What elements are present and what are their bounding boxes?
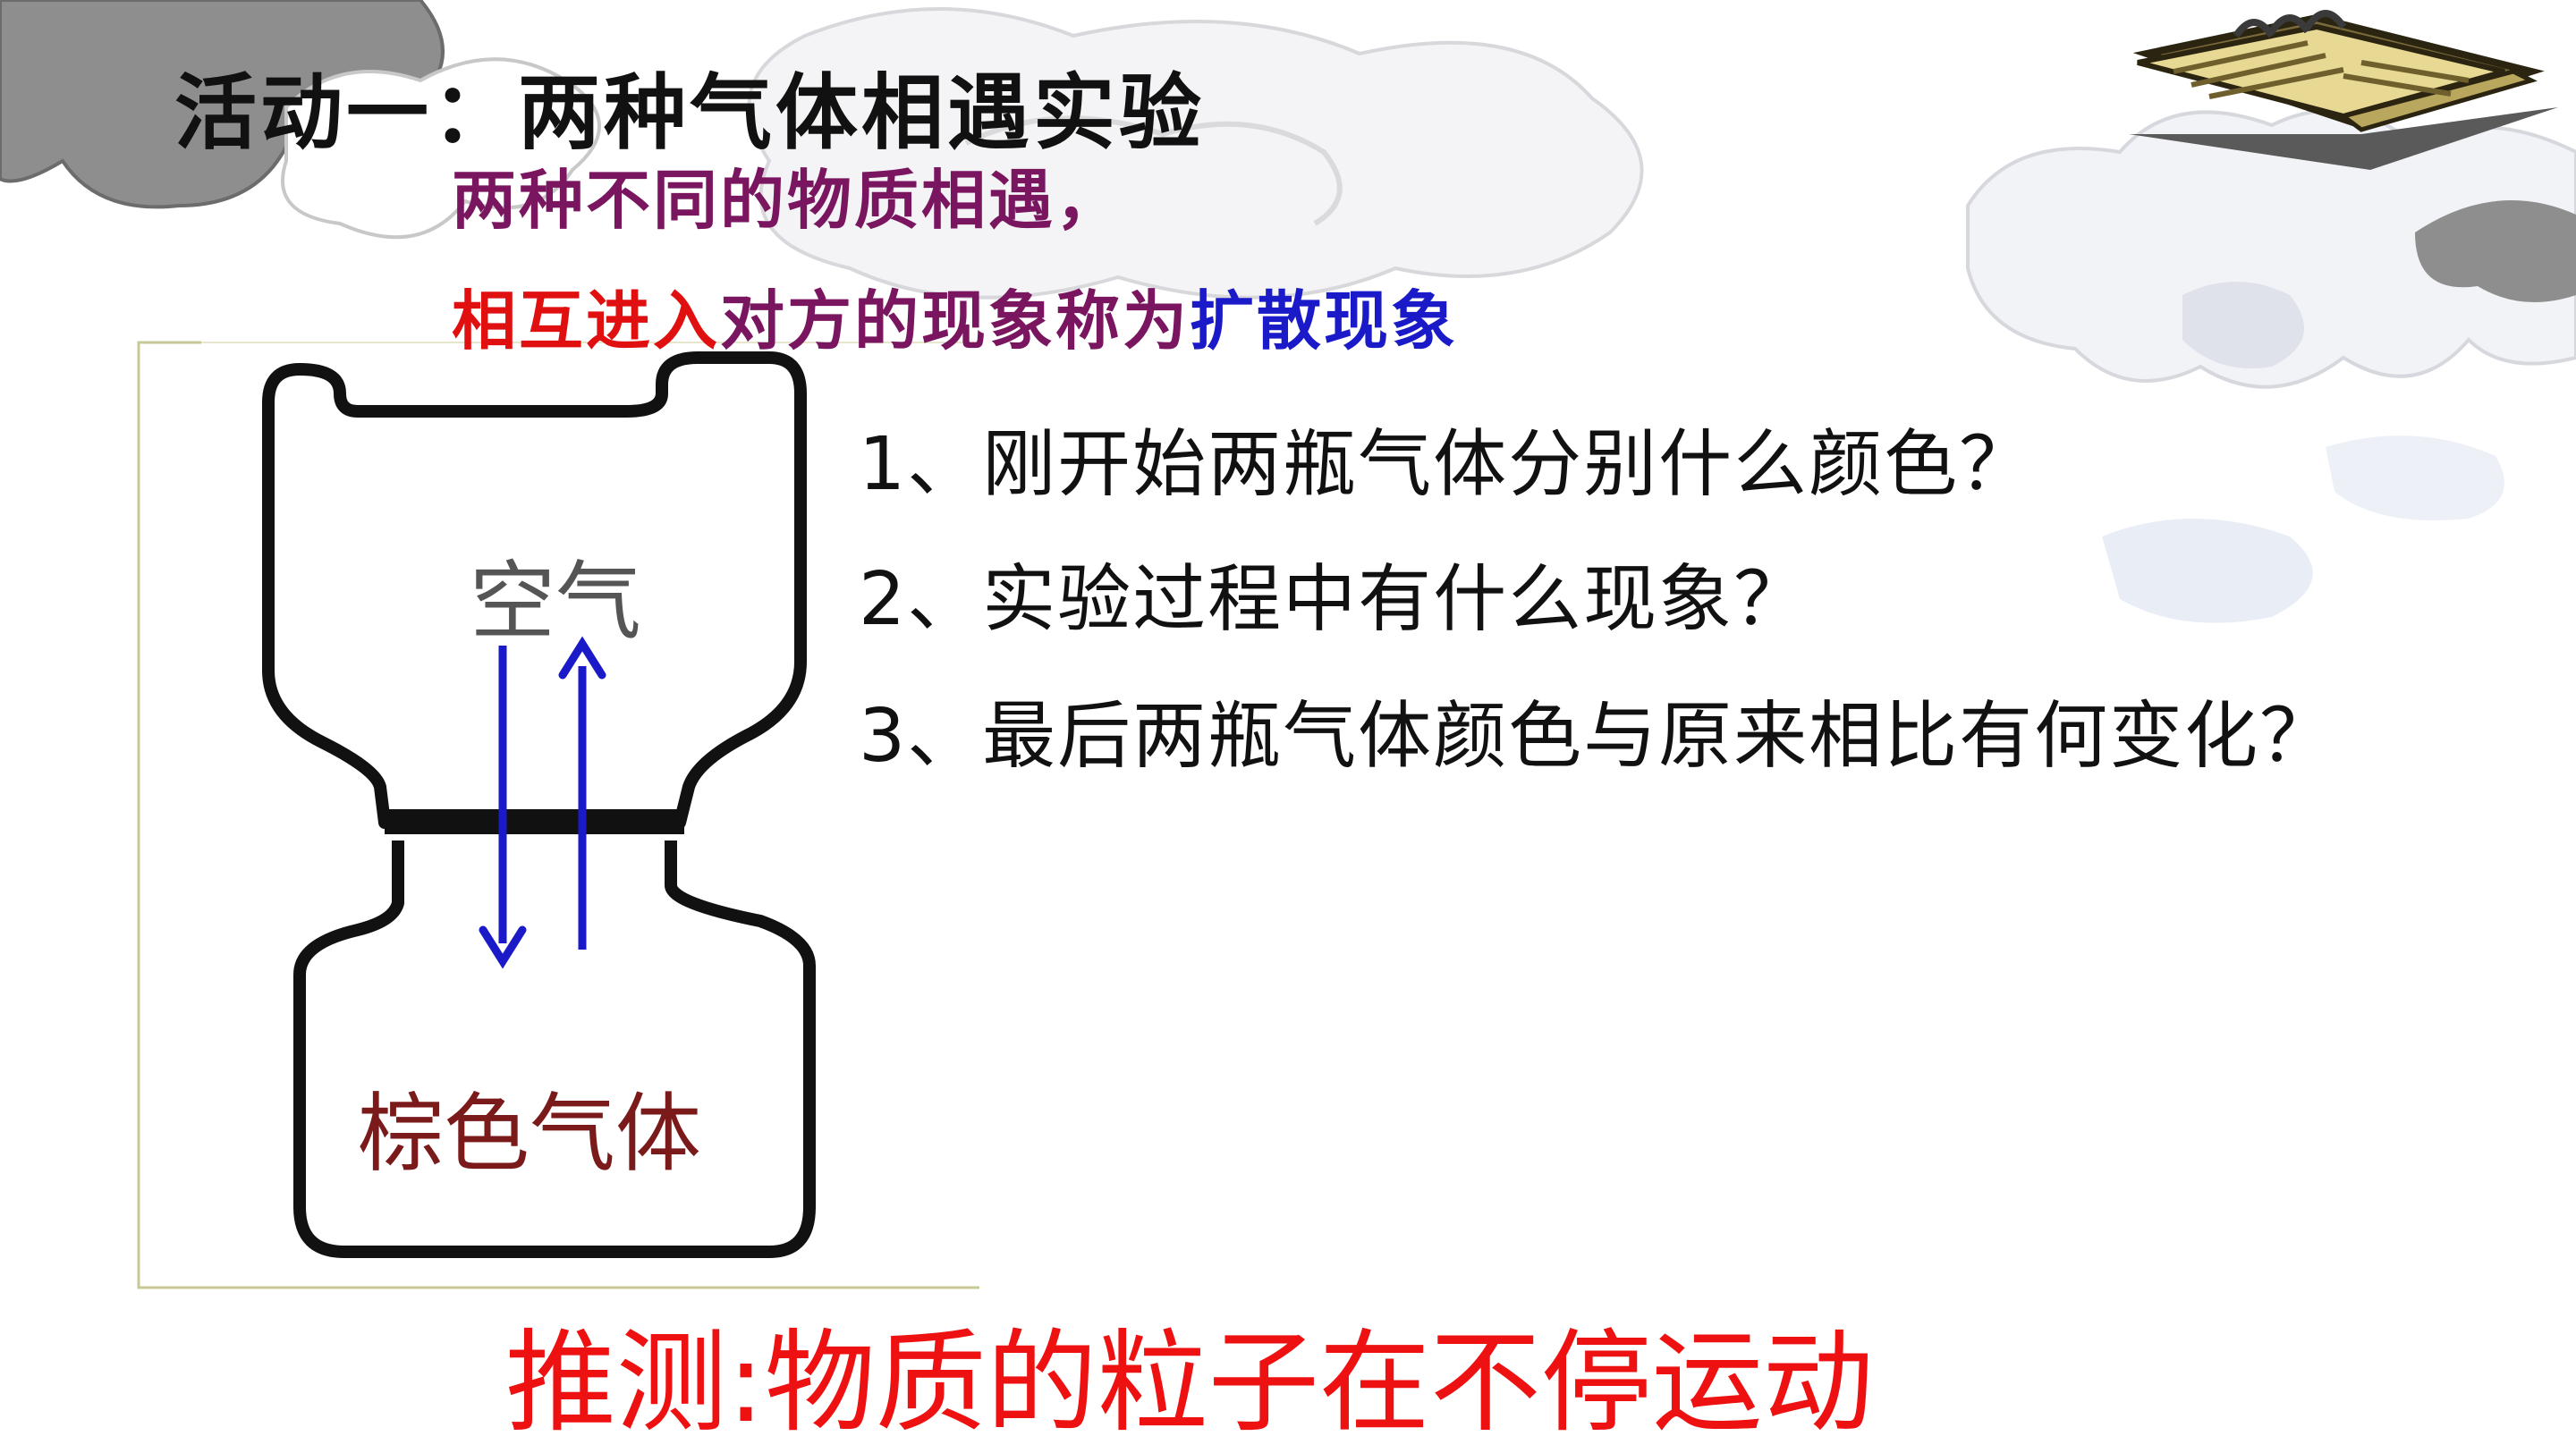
definition-maroon-text: 对方的现象称为 bbox=[720, 283, 1191, 359]
air-label: 空气 bbox=[470, 552, 641, 652]
question-1: 1、刚开始两瓶气体分别什么颜色？ bbox=[859, 422, 2035, 507]
book-clipart-icon bbox=[2129, 10, 2558, 170]
cloud-decoration-center bbox=[747, 7, 1644, 300]
question-2: 2、实验过程中有什么现象？ bbox=[859, 557, 1809, 642]
definition-line-1: 两种不同的物质相遇， bbox=[452, 162, 1123, 238]
lower-bottle bbox=[293, 841, 816, 1258]
cloud-patch bbox=[2326, 435, 2504, 520]
arrow-up-icon bbox=[558, 636, 606, 950]
cloud-decoration-right bbox=[1966, 109, 2576, 389]
definition-line-2: 相互进入对方的现象称为扩散现象 bbox=[452, 268, 1458, 362]
slide-title: 活动一：两种气体相遇实验 bbox=[174, 64, 1206, 161]
brown-gas-label: 棕色气体 bbox=[358, 1084, 701, 1184]
upper-bottle bbox=[262, 351, 807, 829]
diagram-frame bbox=[137, 341, 979, 1289]
inference-text: 推测:物质的粒子在不停运动 bbox=[505, 1319, 1874, 1448]
definition-term: 扩散现象 bbox=[1190, 283, 1459, 359]
arrow-down-icon bbox=[479, 646, 527, 969]
definition-red-text: 相互进入 bbox=[452, 283, 721, 359]
question-3: 3、最后两瓶气体颜色与原来相比有何变化？ bbox=[859, 694, 2335, 779]
cloud-patch bbox=[2102, 519, 2313, 623]
cloud-decoration-left bbox=[0, 0, 601, 240]
